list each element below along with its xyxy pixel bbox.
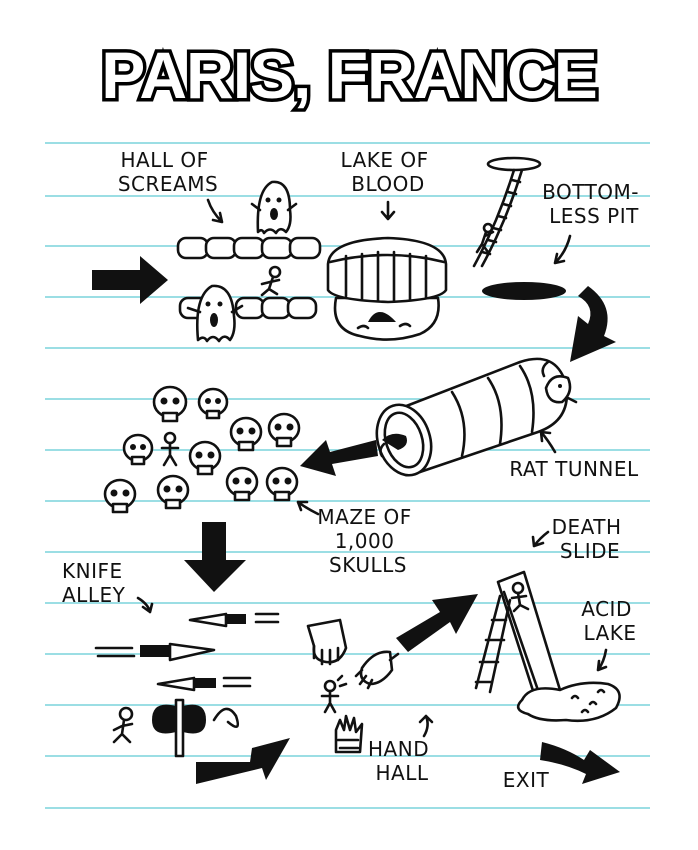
arrow-icon-curve-down [570, 286, 616, 362]
skull-icon [197, 387, 229, 420]
skull-icon [103, 478, 137, 514]
arrow-icon-right [196, 738, 290, 784]
ghost-icon [186, 284, 244, 343]
arrow-icon-exit [540, 742, 620, 784]
ghost-icon [250, 180, 298, 235]
rope-ladder-icon [472, 156, 542, 268]
rat-icon [541, 360, 578, 404]
pointer-arrow-icon [418, 714, 434, 738]
skull-icon [122, 433, 154, 466]
skull-icon [156, 474, 190, 510]
skull-icon [229, 416, 263, 452]
label-lake-of-blood: LAKE OF BLOOD [341, 148, 436, 196]
pointer-arrow-icon [206, 198, 224, 224]
hand-icon [334, 714, 364, 754]
stick-figure-icon [320, 674, 348, 714]
page-title: PARIS, FRANCE [101, 38, 596, 112]
stick-figure-icon [510, 581, 530, 613]
label-death-slide: DEATH SLIDE [552, 515, 629, 563]
pointer-arrow-icon [380, 200, 396, 221]
label-rat-tunnel: RAT TUNNEL [509, 457, 639, 481]
skull-group [103, 385, 301, 514]
skull-icon [267, 412, 301, 448]
knife-icon [188, 612, 280, 628]
label-bottomless-pit: BOTTOM- LESS PIT [542, 180, 646, 228]
hand-icon [354, 650, 400, 690]
label-knife-alley: KNIFE ALLEY [62, 559, 129, 607]
pointer-arrow-icon [596, 648, 608, 672]
arrow-icon-left [300, 440, 378, 476]
pointer-arrow-icon [553, 234, 572, 265]
pit-hole [482, 282, 566, 300]
label-maze-of-skulls: MAZE OF 1,000 SKULLS [317, 505, 418, 577]
skull-icon [188, 440, 222, 476]
label-exit: EXIT [503, 768, 550, 792]
swing-mark [212, 707, 240, 729]
pointer-arrow-icon [531, 530, 550, 548]
pointer-arrow-icon [296, 500, 320, 516]
skull-icon [225, 466, 259, 502]
stick-figure-icon [260, 265, 282, 297]
arrow-icon-down [184, 522, 246, 592]
pointer-arrow-icon [136, 596, 154, 614]
label-hand-hall: HAND HALL [368, 737, 436, 785]
death-slide-drawing [474, 570, 562, 702]
label-hall-of-screams: HALL OF SCREAMS [118, 148, 218, 196]
arrow-icon-start [92, 256, 168, 304]
lake-of-blood-drawing [326, 236, 448, 341]
pointer-arrow-icon [539, 430, 557, 454]
hand-icon [306, 618, 348, 666]
stick-figure-icon [112, 706, 134, 744]
arrow-icon-diagonal [396, 594, 478, 652]
stick-figure-icon [160, 431, 180, 467]
knife-icon [94, 642, 216, 662]
axe-icon [152, 698, 206, 758]
acid-lake-drawing [516, 681, 621, 723]
skull-icon [265, 466, 299, 502]
rat-icon [379, 433, 407, 458]
knife-icon [156, 676, 252, 692]
skull-icon [152, 385, 188, 423]
label-acid-lake: ACID LAKE [581, 597, 638, 645]
